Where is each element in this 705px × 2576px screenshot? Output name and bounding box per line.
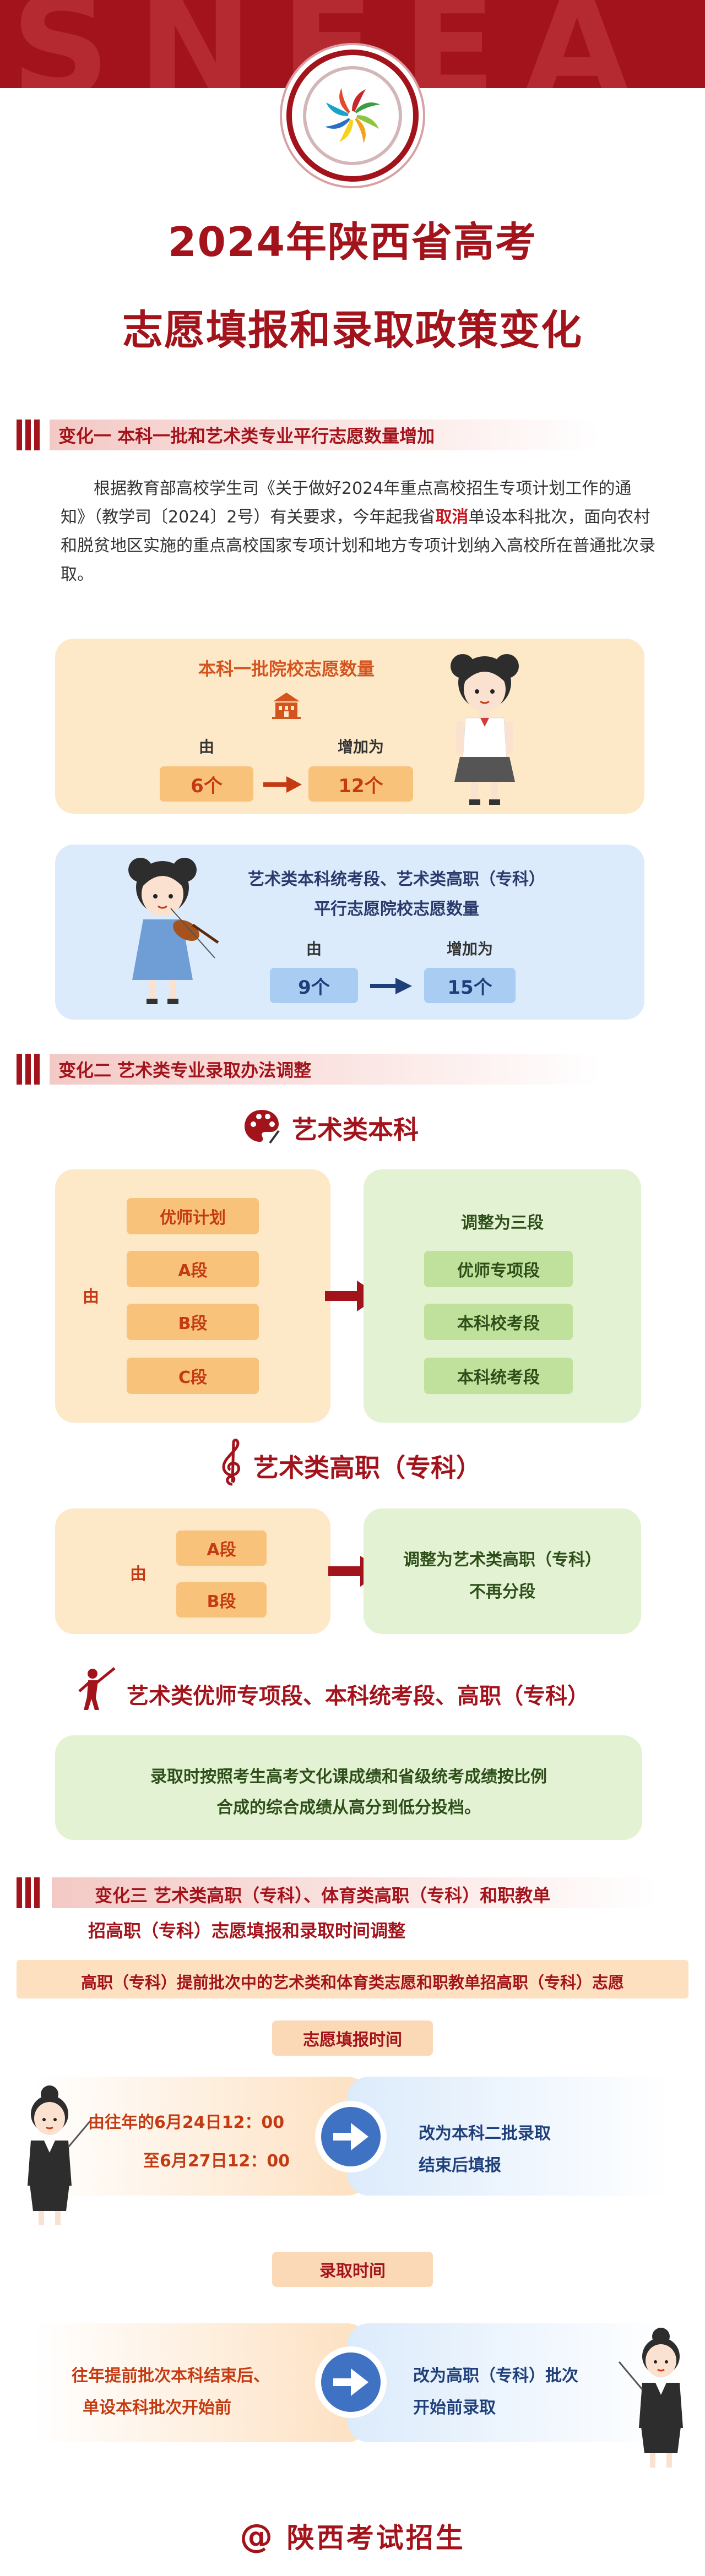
admit-new-line2: 开始前录取 xyxy=(413,2398,496,2417)
fill-new-card xyxy=(347,2077,672,2196)
admit-old-line2: 单设本科批次开始前 xyxy=(83,2398,231,2417)
change3-heading-line2: 招高职（专科）志愿填报和录取时间调整 xyxy=(88,1920,406,1941)
change3-banner-bg xyxy=(17,1960,688,1998)
school-building-icon xyxy=(270,689,303,722)
sub1-old-item: B段 xyxy=(127,1304,259,1340)
arrow-right-icon xyxy=(370,978,412,994)
sub3-line1: 录取时按照考生高考文化课成绩和省级统考成绩按比例 xyxy=(150,1767,547,1787)
footer-brand: @ 陕西考试招生 xyxy=(0,2516,705,2556)
fill-old-line2: 至6月27日12：00 xyxy=(143,2152,290,2171)
logo-inner-ring xyxy=(303,66,402,165)
sneea-logo xyxy=(286,50,419,182)
sub1-old-item: C段 xyxy=(127,1358,259,1394)
arrow-right-circle-icon xyxy=(321,2352,381,2412)
section-bars-icon xyxy=(17,420,40,450)
card2-to-value: 15个 xyxy=(424,968,516,1003)
card2-from-value: 9个 xyxy=(270,968,358,1003)
change3-band xyxy=(52,1877,658,1908)
sub2-new-line1: 调整为艺术类高职（专科） xyxy=(403,1550,601,1570)
change1-heading: 变化一 本科一批和艺术类专业平行志愿数量增加 xyxy=(50,420,600,450)
change2-header: 变化二 艺术类专业录取办法调整 xyxy=(17,1052,600,1087)
admit-old-line1: 往年提前批次本科结束后、 xyxy=(72,2366,270,2386)
teacher-illustration xyxy=(617,2323,699,2472)
admit-new-line1: 改为高职（专科）批次 xyxy=(413,2366,578,2386)
violin-girl-illustration xyxy=(110,848,220,1013)
fill-arrow-circle xyxy=(315,2101,387,2172)
card2-from-label: 由 xyxy=(306,940,322,958)
para-text: 根据教育部高校学生司《关于做好2024年重点高校招生专项计划工作的通知》（教学司… xyxy=(61,479,632,527)
sub2-new-line2: 不再分段 xyxy=(469,1582,535,1602)
card1-from-value: 6个 xyxy=(160,766,253,802)
pinwheel-logo-icon xyxy=(325,88,380,143)
change3-banner: 高职（专科）提前批次中的艺术类和体育类志愿和职教单招高职（专科）志愿 xyxy=(80,1973,624,1992)
sub1-title: 艺术类本科 xyxy=(292,1115,419,1145)
fill-time-label: 志愿填报时间 xyxy=(272,2021,433,2056)
sub1-new-title: 调整为三段 xyxy=(461,1213,544,1233)
sub2-old-item: B段 xyxy=(176,1582,267,1618)
card1-from-label: 由 xyxy=(198,738,214,756)
treble-clef-icon xyxy=(218,1438,246,1488)
page-title-line2: 志愿填报和录取政策变化 xyxy=(122,307,583,354)
fill-new-line2: 结束后填报 xyxy=(419,2156,501,2175)
change2-heading: 变化二 艺术类专业录取办法调整 xyxy=(50,1054,600,1085)
section-bars-icon xyxy=(17,1877,40,1908)
at-icon: @ xyxy=(240,2517,275,2556)
card1-to-label: 增加为 xyxy=(337,738,384,756)
fill-old-card xyxy=(33,2077,369,2196)
change1-header: 变化一 本科一批和艺术类专业平行志愿数量增加 xyxy=(17,417,600,453)
card2-to-label: 增加为 xyxy=(446,940,493,958)
card2-title-line1: 艺术类本科统考段、艺术类高职（专科） xyxy=(248,870,545,889)
admit-old-card xyxy=(33,2323,369,2442)
fill-old-line1: 由往年的6月24日12：00 xyxy=(88,2113,285,2132)
arrow-right-circle-icon xyxy=(321,2107,381,2166)
card2-title-line2: 平行志愿院校志愿数量 xyxy=(314,900,479,919)
para-text: 单设本科批次，面向农村和脱贫地区实施的重点高校国家专项计划和地方专项计划纳入高校… xyxy=(61,508,655,584)
sub2-from-label: 由 xyxy=(130,1565,147,1584)
admit-arrow-circle xyxy=(315,2346,387,2418)
card1-to-value: 12个 xyxy=(308,766,413,802)
sub1-new-item: 优师专项段 xyxy=(424,1251,573,1287)
sub1-from-label: 由 xyxy=(83,1287,99,1306)
card1-title: 本科一批院校志愿数量 xyxy=(198,658,375,679)
sub1-new-item: 本科统考段 xyxy=(424,1358,573,1394)
sub2-new-card xyxy=(364,1508,641,1634)
sub1-old-item: 优师计划 xyxy=(127,1198,259,1234)
conductor-icon xyxy=(76,1663,120,1712)
admit-time-label: 录取时间 xyxy=(272,2252,433,2287)
sub2-old-item: A段 xyxy=(176,1531,267,1566)
para-highlight: 取消 xyxy=(435,508,469,527)
sub1-new-item: 本科校考段 xyxy=(424,1304,573,1340)
change3-heading-line1: 变化三 艺术类高职（专科）、体育类高职（专科）和职教单 xyxy=(95,1885,551,1906)
sub2-title: 艺术类高职（专科） xyxy=(253,1453,481,1483)
sub1-old-item: A段 xyxy=(127,1251,259,1287)
page-title-line1: 2024年陕西省高考 xyxy=(168,219,537,266)
change1-paragraph: 根据教育部高校学生司《关于做好2024年重点高校招生专项计划工作的通知》（教学司… xyxy=(61,475,655,589)
student-girl-illustration xyxy=(435,644,534,809)
sub3-title: 艺术类优师专项段、本科统考段、高职（专科） xyxy=(127,1684,589,1709)
sub3-card xyxy=(55,1735,642,1840)
sub3-line2: 合成的综合成绩从高分到低分投档。 xyxy=(216,1798,481,1817)
footer-text: 陕西考试招生 xyxy=(286,2522,465,2554)
art-palette-icon xyxy=(242,1107,281,1145)
section-bars-icon xyxy=(17,1054,40,1085)
fill-new-line1: 改为本科二批录取 xyxy=(419,2124,551,2143)
teacher-illustration xyxy=(11,2081,94,2230)
arrow-right-icon xyxy=(263,776,302,793)
admit-new-card xyxy=(347,2323,672,2442)
